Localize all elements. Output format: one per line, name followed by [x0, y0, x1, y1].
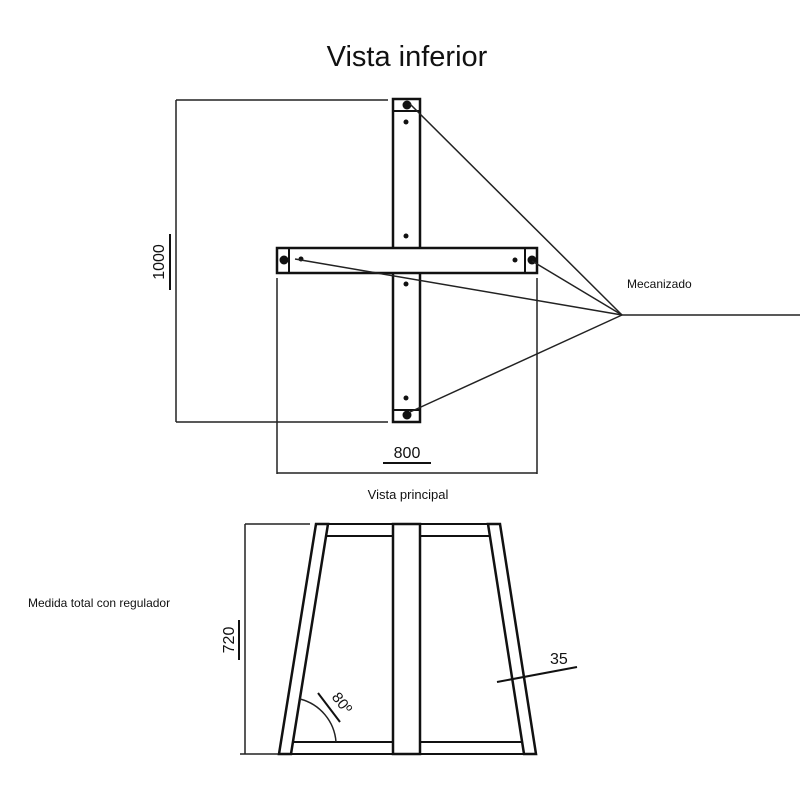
horizontal-crossbar — [275, 246, 539, 275]
right-leg — [486, 522, 538, 756]
dim-depth-label: 1000 — [151, 244, 168, 280]
angle-arc — [299, 698, 337, 743]
top-view: 1000 800 Mecanizado — [151, 97, 800, 474]
center-post — [391, 522, 422, 756]
front-view: 720 Medida total con regulador 80º 35 — [28, 522, 578, 756]
dim-width-label: 800 — [394, 445, 421, 462]
profile-leader — [496, 666, 578, 683]
dim-height-note: Medida total con regulador — [28, 596, 170, 610]
callout-leader-lines — [294, 103, 800, 413]
profile-label: 35 — [550, 651, 568, 668]
mounting-holes — [279, 100, 537, 420]
callout-label: Mecanizado — [627, 277, 692, 291]
dim-height-label: 720 — [221, 627, 238, 654]
drawing-title: Vista inferior — [327, 41, 488, 73]
left-leg — [277, 522, 330, 756]
front-view-title: Vista principal — [368, 487, 449, 502]
angle-underline — [317, 692, 341, 723]
angle-label: 80º — [328, 689, 355, 717]
